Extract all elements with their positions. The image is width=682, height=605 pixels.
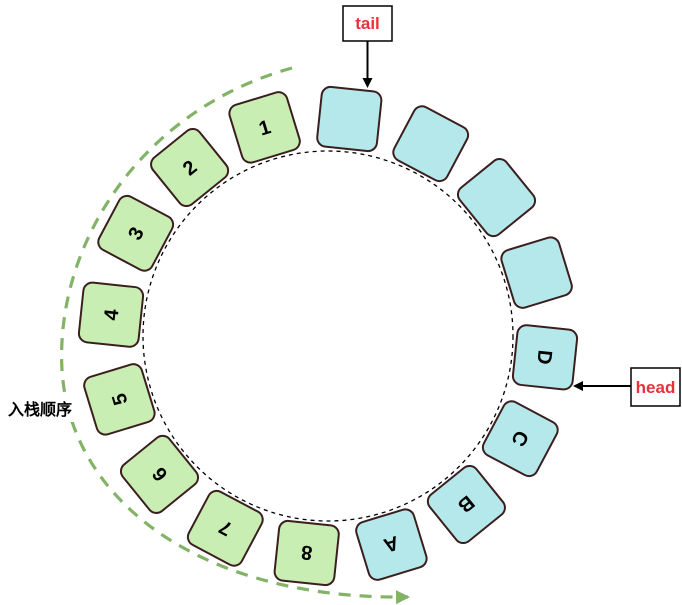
ring-slots: D CBA 8 765 4 321 <box>77 85 579 587</box>
ring-slot: C <box>481 400 559 478</box>
ring-slot: 4 <box>77 281 145 348</box>
slot-box <box>426 464 506 545</box>
push-order-label: 入栈顺序 <box>8 400 72 419</box>
slot-box <box>456 158 537 238</box>
ring-slot: 7 <box>186 489 264 567</box>
push-order-arrow <box>60 66 410 605</box>
ring-slot: 8 <box>273 519 340 587</box>
ring-circle <box>142 150 514 522</box>
head-pointer: head <box>573 367 681 407</box>
ring-slot <box>500 236 573 309</box>
tail-pointer: tail <box>342 5 393 88</box>
ring-slot <box>392 105 470 183</box>
ring-slot: 2 <box>150 127 230 208</box>
ring-slot <box>456 158 537 238</box>
slot-box <box>186 489 264 567</box>
head-label: head <box>636 378 676 397</box>
ring-slot: 3 <box>97 194 175 272</box>
ring-slot: 5 <box>83 363 156 436</box>
slot-box <box>500 236 573 309</box>
slot-box <box>119 434 200 514</box>
order-label-bg <box>0 396 80 422</box>
slot-box <box>228 91 301 164</box>
slot-box <box>83 363 156 436</box>
slot-label: D <box>532 349 555 366</box>
ring-slot: D <box>511 324 579 391</box>
slot-box <box>481 400 559 478</box>
head-box <box>630 367 681 407</box>
slot-box <box>511 324 579 391</box>
ring-slot: 6 <box>119 434 200 514</box>
slot-label: 8 <box>300 540 313 563</box>
slot-box <box>77 281 145 348</box>
slot-box <box>355 508 428 581</box>
slot-label: A <box>381 531 401 556</box>
ring-slot: B <box>426 464 506 545</box>
slot-label: 4 <box>100 307 123 321</box>
slot-box <box>316 85 383 153</box>
ring-slot <box>316 85 383 153</box>
tail-label: tail <box>355 14 380 33</box>
slot-box <box>392 105 470 183</box>
ring-slot: 1 <box>228 91 301 164</box>
slot-box <box>273 519 340 587</box>
slot-box <box>97 194 175 272</box>
slot-box <box>150 127 230 208</box>
ring-slot: A <box>355 508 428 581</box>
